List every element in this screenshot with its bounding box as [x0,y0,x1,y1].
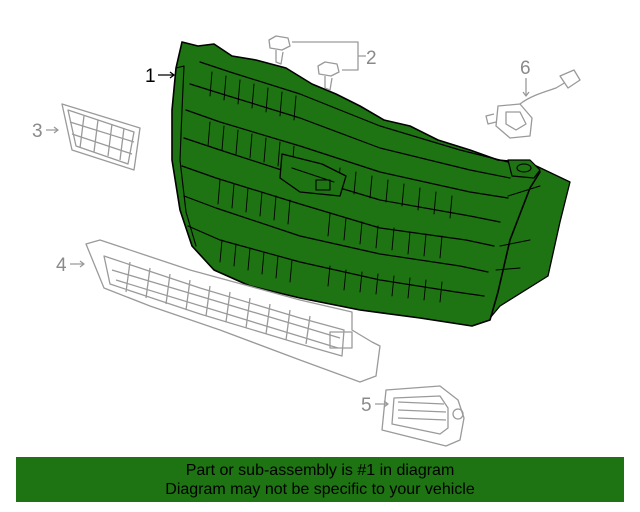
info-banner: Part or sub-assembly is #1 in diagram Di… [16,457,624,502]
bolts[interactable] [268,35,366,91]
callout-number-1: 1 [145,66,156,87]
banner-line-1: Part or sub-assembly is #1 in diagram [185,462,455,479]
callout-number-3: 3 [32,121,43,142]
lower-grille[interactable] [70,239,381,383]
side-vent[interactable] [375,385,465,447]
bolt-leader-lines [292,41,366,71]
bolt-upper [268,35,291,65]
emblem[interactable] [46,103,141,171]
grille-sensor-mount [516,163,532,173]
camera-sensor[interactable] [485,69,581,139]
emblem-leader [46,126,59,134]
bolt-lower [317,61,340,91]
banner-line-2: Diagram may not be specific to your vehi… [165,481,475,498]
grille-assembly[interactable] [171,41,571,327]
lower-grille-leader [70,260,85,268]
grille-top-bracket [507,159,541,179]
camera-sensor-leader [522,78,530,97]
side-vent-leader [375,400,389,408]
callout-number-2: 2 [366,48,377,69]
callout-1: 1 [145,66,176,87]
callout-number-5: 5 [361,395,372,416]
parts-diagram: 1 2 3 4 5 6 [32,35,581,447]
callout-number-6: 6 [520,58,531,79]
callout-number-4: 4 [56,255,67,276]
